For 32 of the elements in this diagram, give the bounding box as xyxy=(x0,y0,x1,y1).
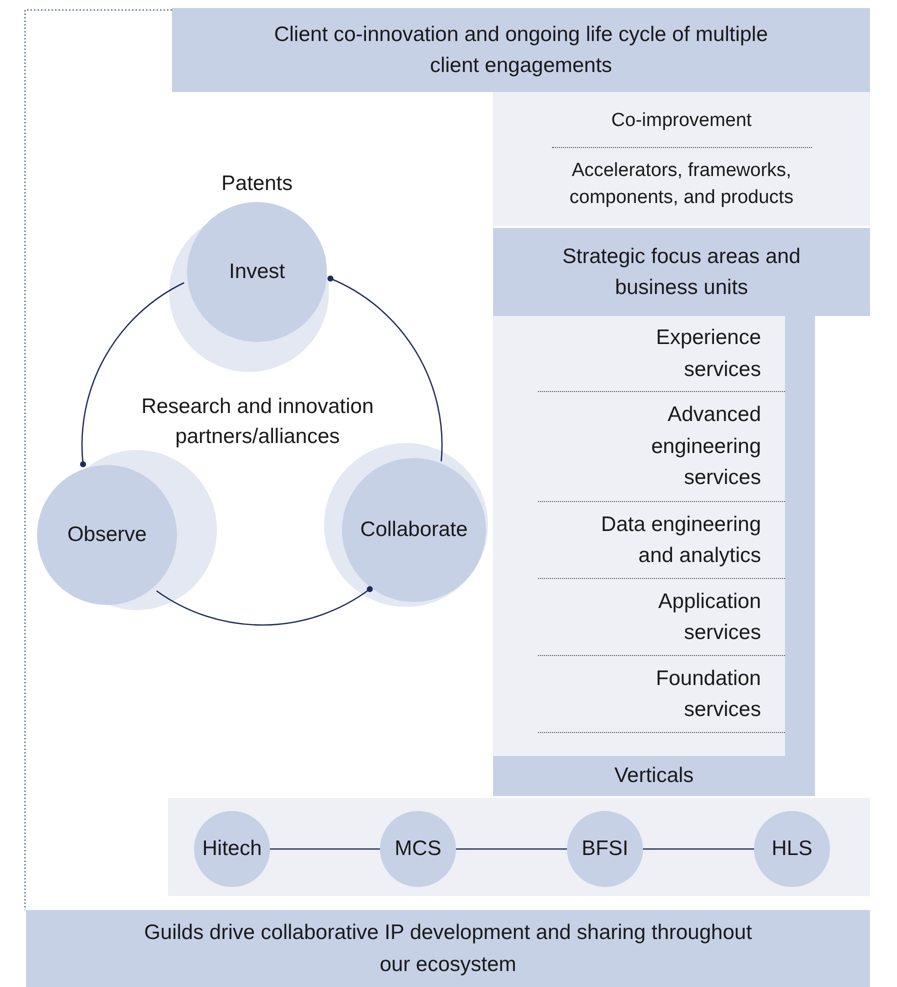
node-text: Accelerators, frameworks, components, and products xyxy=(552,147,812,212)
banner xyxy=(172,8,870,92)
band-panel xyxy=(168,798,870,896)
header-bar xyxy=(493,756,815,796)
connector xyxy=(327,276,442,462)
node-text: Application services xyxy=(657,588,761,646)
center-label: Research and innovation partners/alliances xyxy=(140,394,375,450)
node-text: Client co-innovation and ongoing life cycle of multiple client engagements xyxy=(273,22,769,79)
node-text: Strategic focus areas and business units xyxy=(561,244,802,301)
header-bar xyxy=(493,228,870,316)
node-text: Observe xyxy=(67,522,147,548)
info-panel xyxy=(493,92,870,226)
connector xyxy=(643,848,754,850)
connector xyxy=(80,282,184,468)
node-text: BFSI xyxy=(582,836,628,862)
banner xyxy=(26,910,870,987)
connector xyxy=(156,586,373,626)
node-caption: Patents xyxy=(221,172,293,196)
node-text: Guilds drive collaborative IP development and sharing throughout our ecosystem xyxy=(143,920,753,978)
node-text: Verticals xyxy=(614,763,694,790)
node-text: MCS xyxy=(394,836,442,862)
connector xyxy=(270,848,380,850)
node-text: Collaborate xyxy=(360,517,468,544)
connector xyxy=(456,848,567,850)
node-text: HLS xyxy=(772,836,812,862)
node-text: Experience services xyxy=(654,325,761,382)
node-text: Hitech xyxy=(202,836,262,862)
node-text: Advanced engineering services xyxy=(650,402,761,492)
node-text: Invest xyxy=(228,259,286,286)
node-text: Data engineering and analytics xyxy=(600,512,761,569)
node-text: Co-improvement xyxy=(611,108,752,133)
node-text: Foundation services xyxy=(654,666,761,723)
